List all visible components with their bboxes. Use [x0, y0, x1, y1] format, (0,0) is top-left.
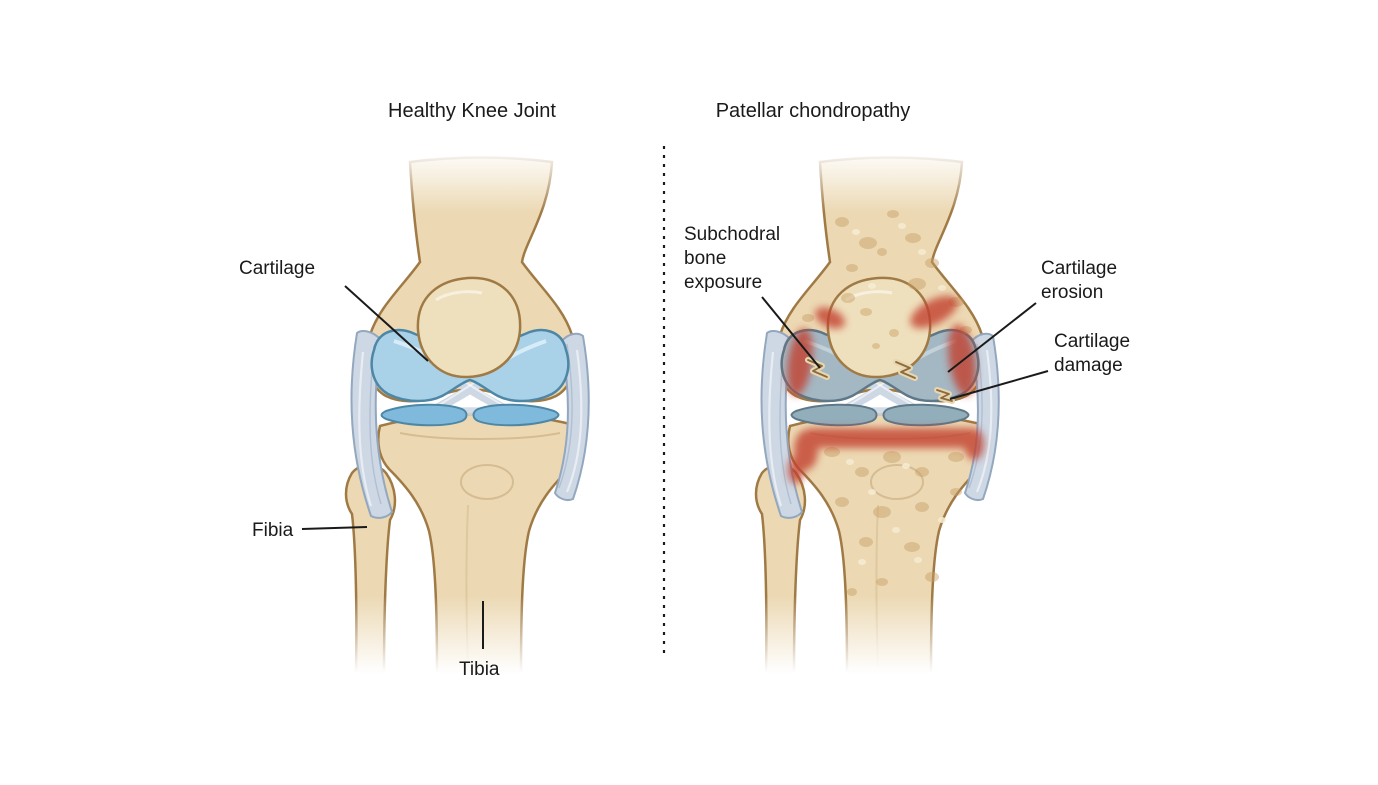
diseased-panel-title: Patellar chondropathy	[715, 100, 911, 122]
bone-mottling	[802, 210, 972, 596]
fibia-label: Fibia	[252, 520, 294, 541]
healthy-panel-title: Healthy Knee Joint	[388, 100, 556, 122]
fibia-leader-line	[301, 526, 368, 530]
leader-lines	[301, 285, 1049, 649]
erosion-leader-line	[947, 302, 1037, 373]
bottom-fade	[320, 596, 1040, 692]
cartilage-label: Cartilage	[239, 258, 316, 279]
bone-mottling-light	[846, 223, 946, 565]
top-fade	[320, 150, 1040, 212]
cartilage-damage-label: Cartilage damage	[1054, 331, 1131, 376]
subchondral-bone-exposure-label: Subchodral bone exposure	[684, 224, 781, 293]
healthy-knee-illustration	[346, 158, 589, 673]
cartilage-leader-line	[344, 285, 429, 362]
damage-leader-line	[949, 370, 1049, 400]
cartilage-erosion-label: Cartilage erosion	[1041, 258, 1118, 303]
subchondral-leader-line	[761, 296, 821, 369]
tibia-label: Tibia	[459, 659, 500, 680]
